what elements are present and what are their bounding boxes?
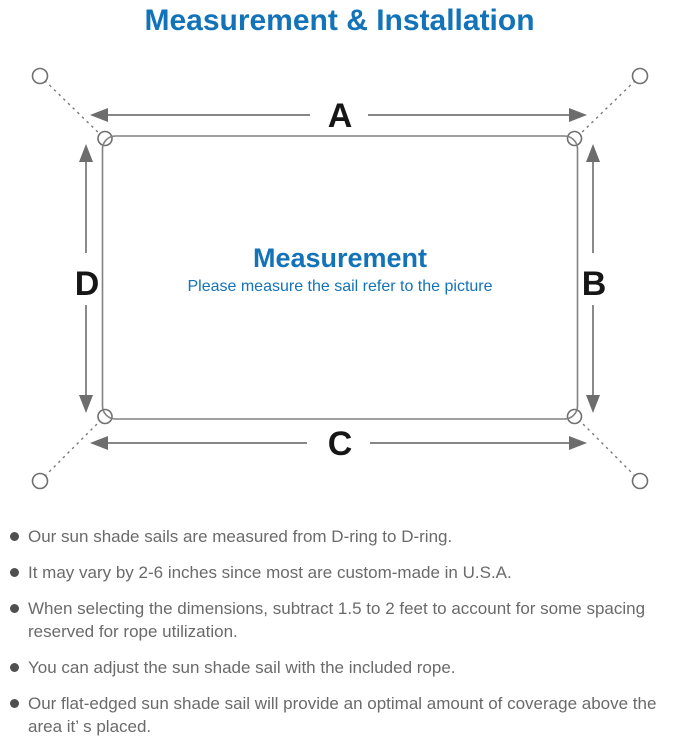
d-ring-icon (566, 408, 583, 424)
anchor-rings (31, 67, 649, 489)
note-text: Our sun shade sails are measured from D-… (28, 526, 453, 546)
arrow-head-up-icon (586, 143, 600, 162)
measurement-diagram: A B C D Measurement Please measure the s… (31, 67, 649, 489)
d-ring-icon (566, 130, 583, 146)
arrow-head-down-icon (586, 394, 600, 413)
measurement-installation-guide: Measurement & Installation (0, 4, 679, 743)
list-item: It may vary by 2-6 inches since most are… (6, 561, 677, 584)
anchor-rope-lines (39, 74, 641, 481)
arrow-head-right-icon (569, 107, 587, 122)
dimension-label-d: D (75, 265, 100, 303)
anchor-ring-icon (31, 472, 49, 489)
arrow-a (90, 107, 587, 122)
bullet-icon (10, 698, 19, 708)
bullet-icon (10, 603, 19, 613)
list-item: When selecting the dimensions, subtract … (6, 597, 677, 643)
note-text: Our flat-edged sun shade sail will provi… (28, 693, 657, 736)
note-text: You can adjust the sun shade sail with t… (28, 657, 456, 677)
dimension-label-a: A (328, 97, 353, 135)
bullet-icon (10, 567, 19, 577)
arrow-b (586, 143, 600, 413)
anchor-ring-icon (631, 67, 649, 84)
anchor-ring-icon (31, 67, 49, 84)
page-title: Measurement & Installation (144, 4, 535, 37)
note-text: When selecting the dimensions, subtract … (28, 598, 646, 641)
corner-d-rings (97, 130, 583, 424)
diagram-title: Measurement (253, 243, 427, 273)
arrow-d (79, 143, 93, 413)
arrow-c (90, 435, 587, 450)
d-ring-icon (97, 408, 113, 424)
rope-line-bottom-left (39, 416, 105, 481)
rope-line-bottom-right (575, 416, 641, 481)
list-item: Our sun shade sails are measured from D-… (6, 525, 677, 548)
bullet-icon (10, 662, 19, 672)
arrow-head-up-icon (79, 143, 93, 162)
bullet-icon (10, 531, 19, 541)
anchor-ring-icon (631, 472, 649, 489)
arrow-head-left-icon (90, 435, 108, 450)
diagram-subtitle: Please measure the sail refer to the pic… (187, 278, 492, 295)
rope-line-top-left (39, 74, 105, 139)
rope-line-top-right (575, 74, 641, 139)
arrow-head-left-icon (90, 107, 108, 122)
arrow-head-down-icon (79, 394, 93, 413)
list-item: You can adjust the sun shade sail with t… (6, 656, 677, 679)
dimension-label-b: B (582, 265, 607, 303)
d-ring-icon (97, 130, 113, 146)
list-item: Our flat-edged sun shade sail will provi… (6, 692, 677, 738)
sail-outline (101, 134, 579, 420)
arrow-head-right-icon (569, 435, 587, 450)
dimension-label-c: C (328, 425, 353, 463)
notes-list: Our sun shade sails are measured from D-… (0, 525, 679, 738)
note-text: It may vary by 2-6 inches since most are… (28, 562, 512, 582)
